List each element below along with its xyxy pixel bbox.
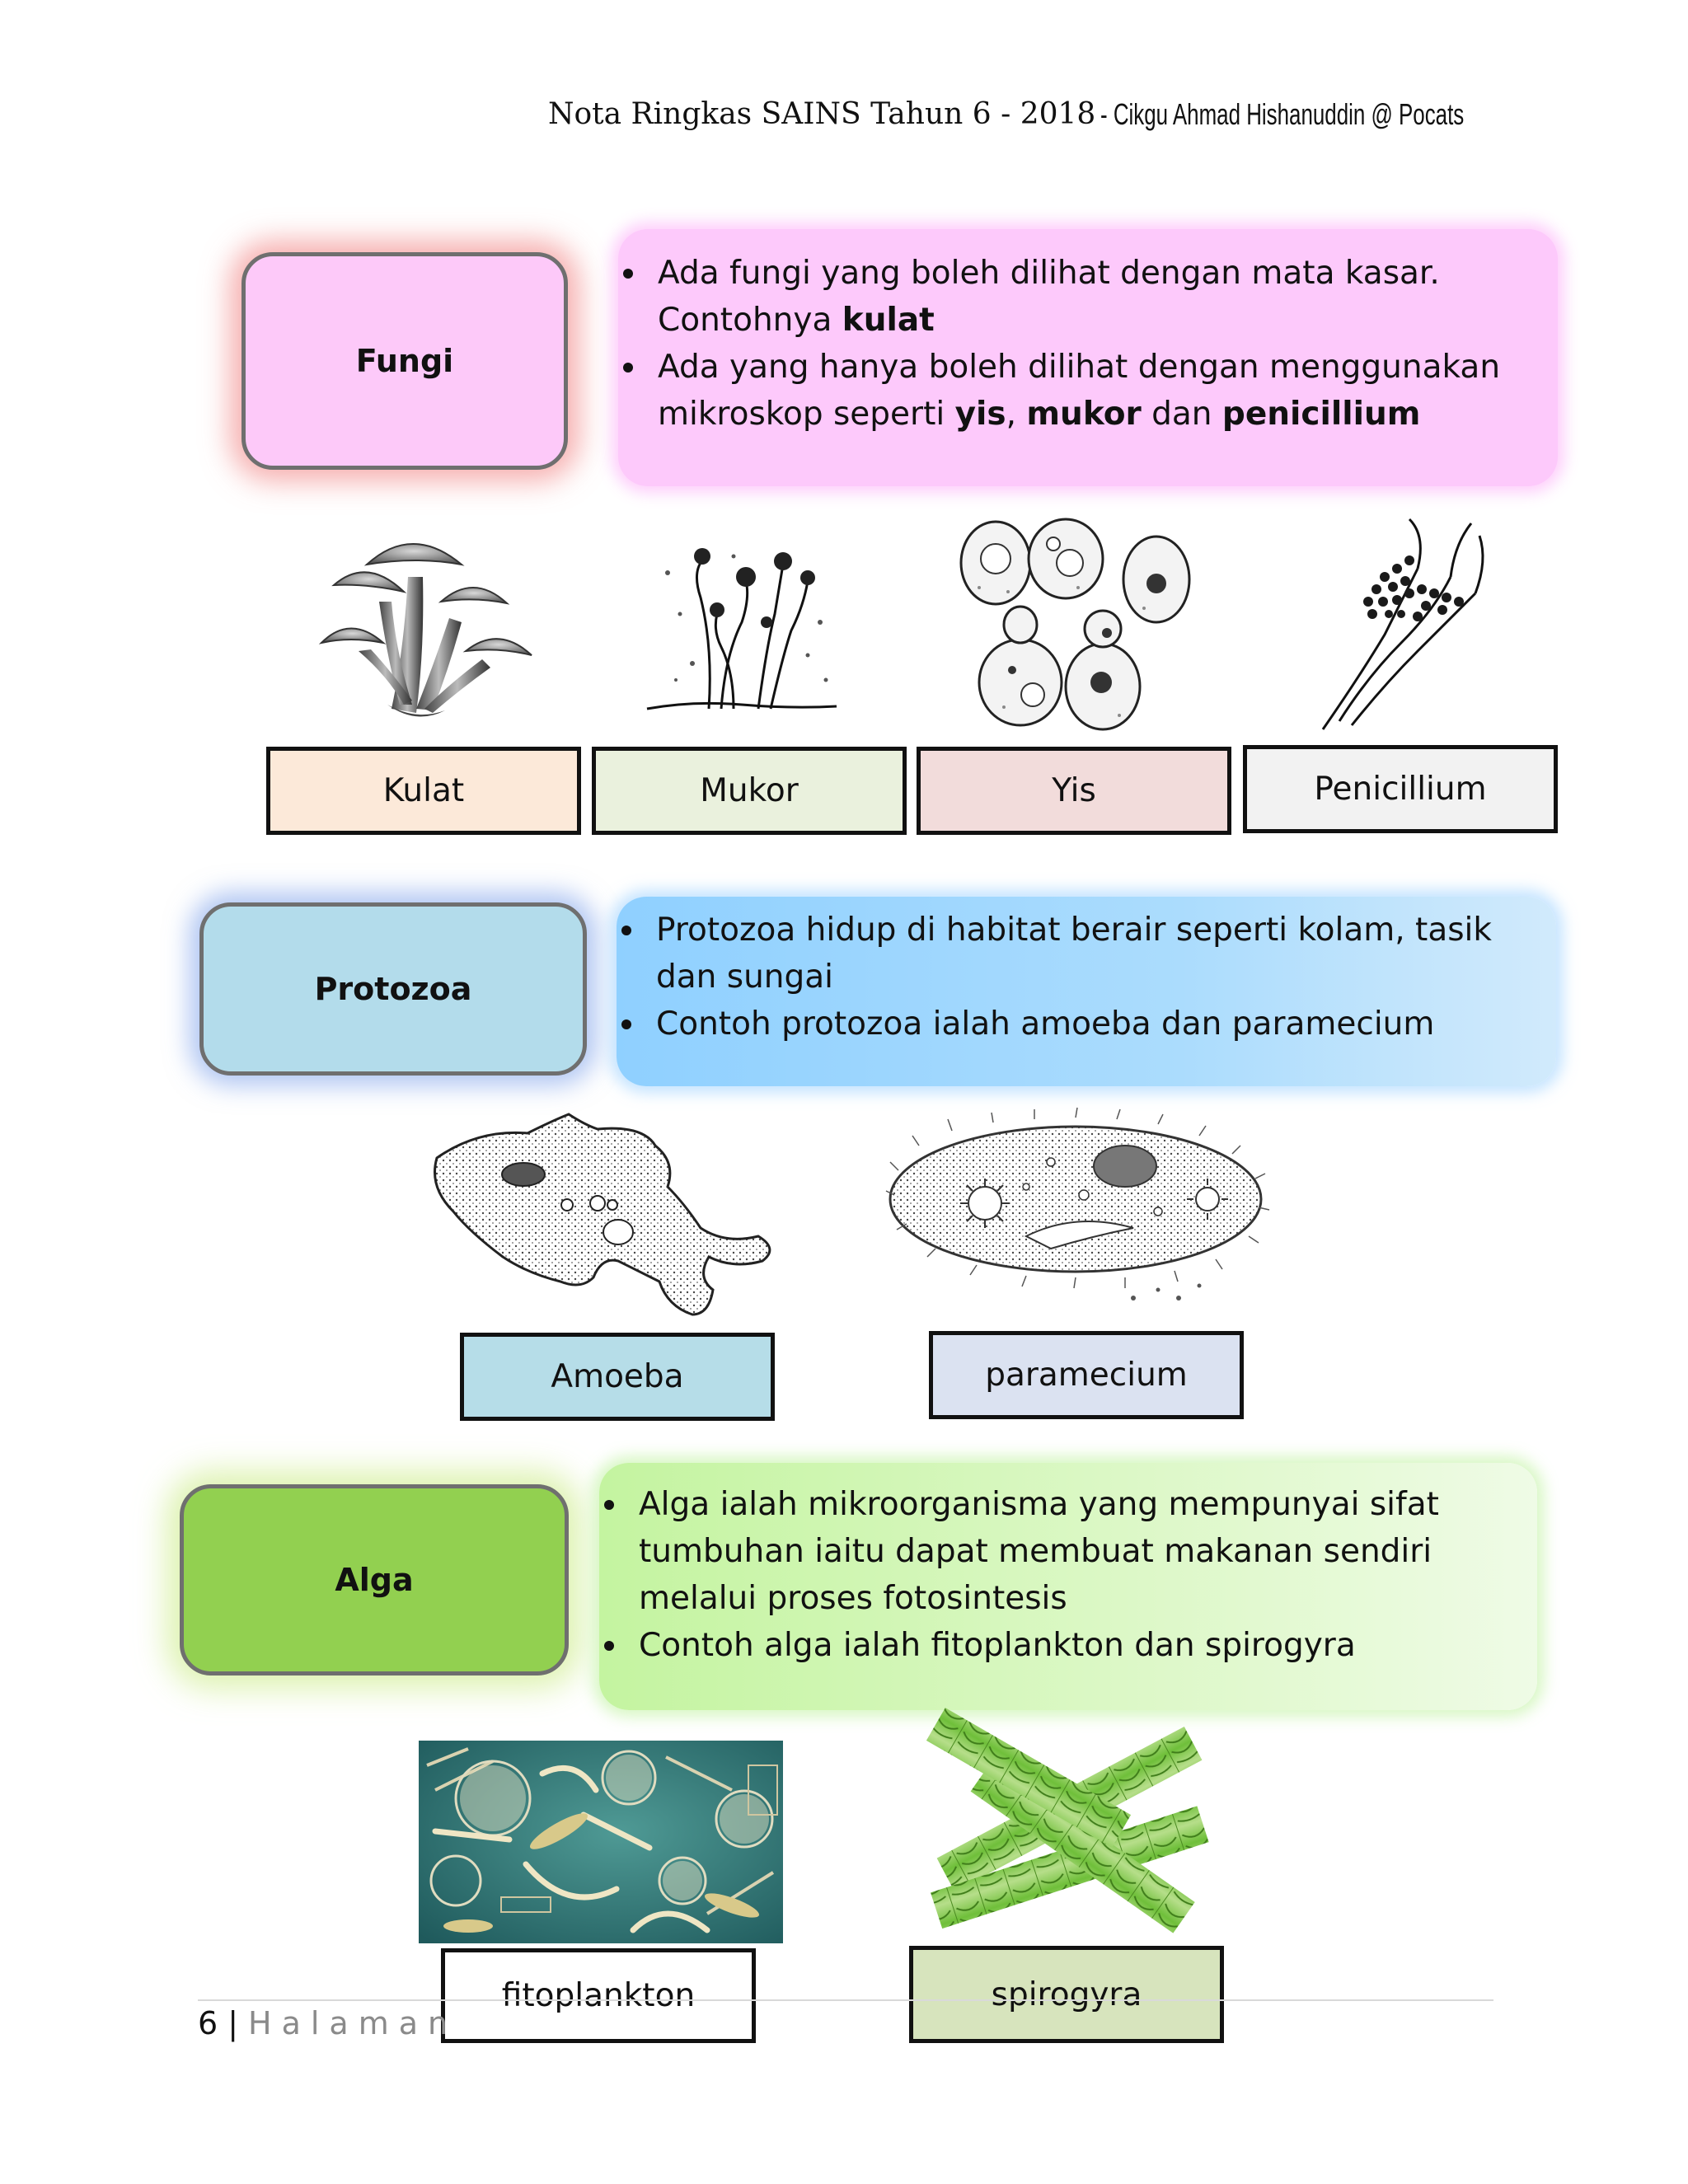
yis-illustration [959,518,1191,731]
mukor-illustration [646,548,837,710]
protozoa-title: Protozoa [314,971,472,1007]
kulat-label: Kulat [266,747,581,835]
protozoa-category-box: Protozoa [199,902,587,1076]
protozoa-bullet-1: Protozoa hidup di habitat berair seperti… [617,907,1540,1001]
amoeba-illustration [434,1113,771,1316]
alga-category-box: Alga [180,1484,569,1675]
mushroom-illustration [318,543,532,717]
yis-label: Yis [917,747,1231,835]
alga-title: Alga [335,1562,414,1598]
fungi-title: Fungi [355,343,454,379]
fungi-category-box: Fungi [241,252,568,470]
paramecium-label: paramecium [929,1331,1244,1419]
mukor-label: Mukor [592,747,907,835]
page-label: Halaman [248,2005,458,2041]
fungi-info-panel: Ada fungi yang boleh dilihat dengan mata… [618,229,1558,486]
protozoa-bullet-2: Contoh protozoa ialah amoeba dan paramec… [617,1001,1540,1047]
fungi-bullet-2: Ada yang hanya boleh dilihat dengan meng… [618,344,1541,438]
alga-bullet-2: Contoh alga ialah fitoplankton dan spiro… [599,1622,1521,1669]
spirogyra-image [926,1708,1209,1933]
fitoplankton-image [419,1741,783,1943]
penicillium-illustration [1321,518,1484,730]
footer-divider [198,1999,1493,2001]
paramecium-illustration [885,1107,1270,1301]
footer-separator: | [227,2005,238,2041]
fitoplankton-label: fitoplankton [441,1948,756,2043]
amoeba-label: Amoeba [460,1333,775,1421]
protozoa-info-panel: Protozoa hidup di habitat berair seperti… [617,897,1556,1086]
alga-info-panel: Alga ialah mikroorganisma yang mempunyai… [599,1463,1537,1710]
page-number: 6 [198,2005,218,2041]
page-footer: 6| Halaman [198,2005,457,2041]
fungi-bullet-1: Ada fungi yang boleh dilihat dengan mata… [618,250,1541,344]
document-author: - Cikgu Ahmad Hishanuddin @ Pocats [1100,97,1465,131]
alga-bullet-1: Alga ialah mikroorganisma yang mempunyai… [599,1481,1521,1622]
document-title: Nota Ringkas SAINS Tahun 6 - 2018 [548,97,1096,131]
spirogyra-label: spirogyra [909,1946,1224,2043]
penicillium-label: Penicillium [1243,745,1558,833]
